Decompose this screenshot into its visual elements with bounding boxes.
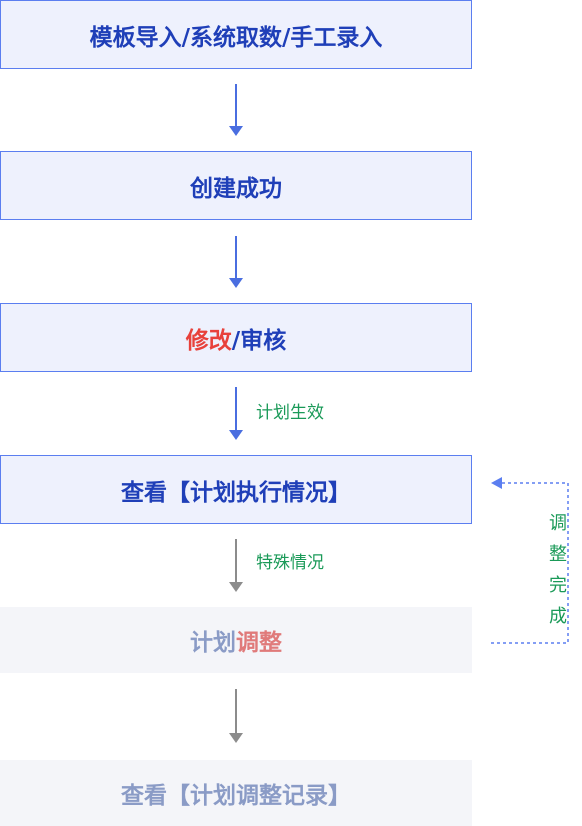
arrow-created-to-modify <box>229 236 243 288</box>
special-case-label: 特殊情况 <box>256 553 324 573</box>
step-adjust-label: 调整 <box>236 630 282 656</box>
arrow-modify-to-view <box>229 387 243 440</box>
arrow-adjust-to-record <box>229 689 243 743</box>
adjust-done-char: 完 <box>549 575 567 596</box>
step-review-label: /审核 <box>231 327 287 354</box>
adjust-done-char: 调 <box>549 513 567 534</box>
step-created: 创建成功 <box>0 151 472 220</box>
arrow-import-to-created <box>229 84 243 136</box>
step-view-adjust-record: 查看【计划调整记录】 <box>0 760 472 826</box>
step-view-execution: 查看【计划执行情况】 <box>0 455 472 524</box>
step-import-label: 模板导入/系统取数/手工录入 <box>89 24 383 51</box>
step-view-adjust-record-label: 查看【计划调整记录】 <box>121 783 351 809</box>
step-import: 模板导入/系统取数/手工录入 <box>0 0 472 69</box>
adjust-done-char: 整 <box>549 544 567 565</box>
plan-effective-label: 计划生效 <box>256 403 324 423</box>
adjust-done-label: 调 整 完 成 <box>546 508 570 632</box>
adjust-done-char: 成 <box>549 606 567 627</box>
step-modify-review: 修改/审核 <box>0 303 472 372</box>
step-view-execution-label: 查看【计划执行情况】 <box>121 479 351 506</box>
step-created-label: 创建成功 <box>190 175 282 202</box>
step-modify-label: 修改 <box>185 327 232 354</box>
step-plan-adjust: 计划调整 <box>0 607 472 673</box>
arrow-view-to-adjust <box>229 539 243 592</box>
step-plan-label: 计划 <box>190 630 236 656</box>
